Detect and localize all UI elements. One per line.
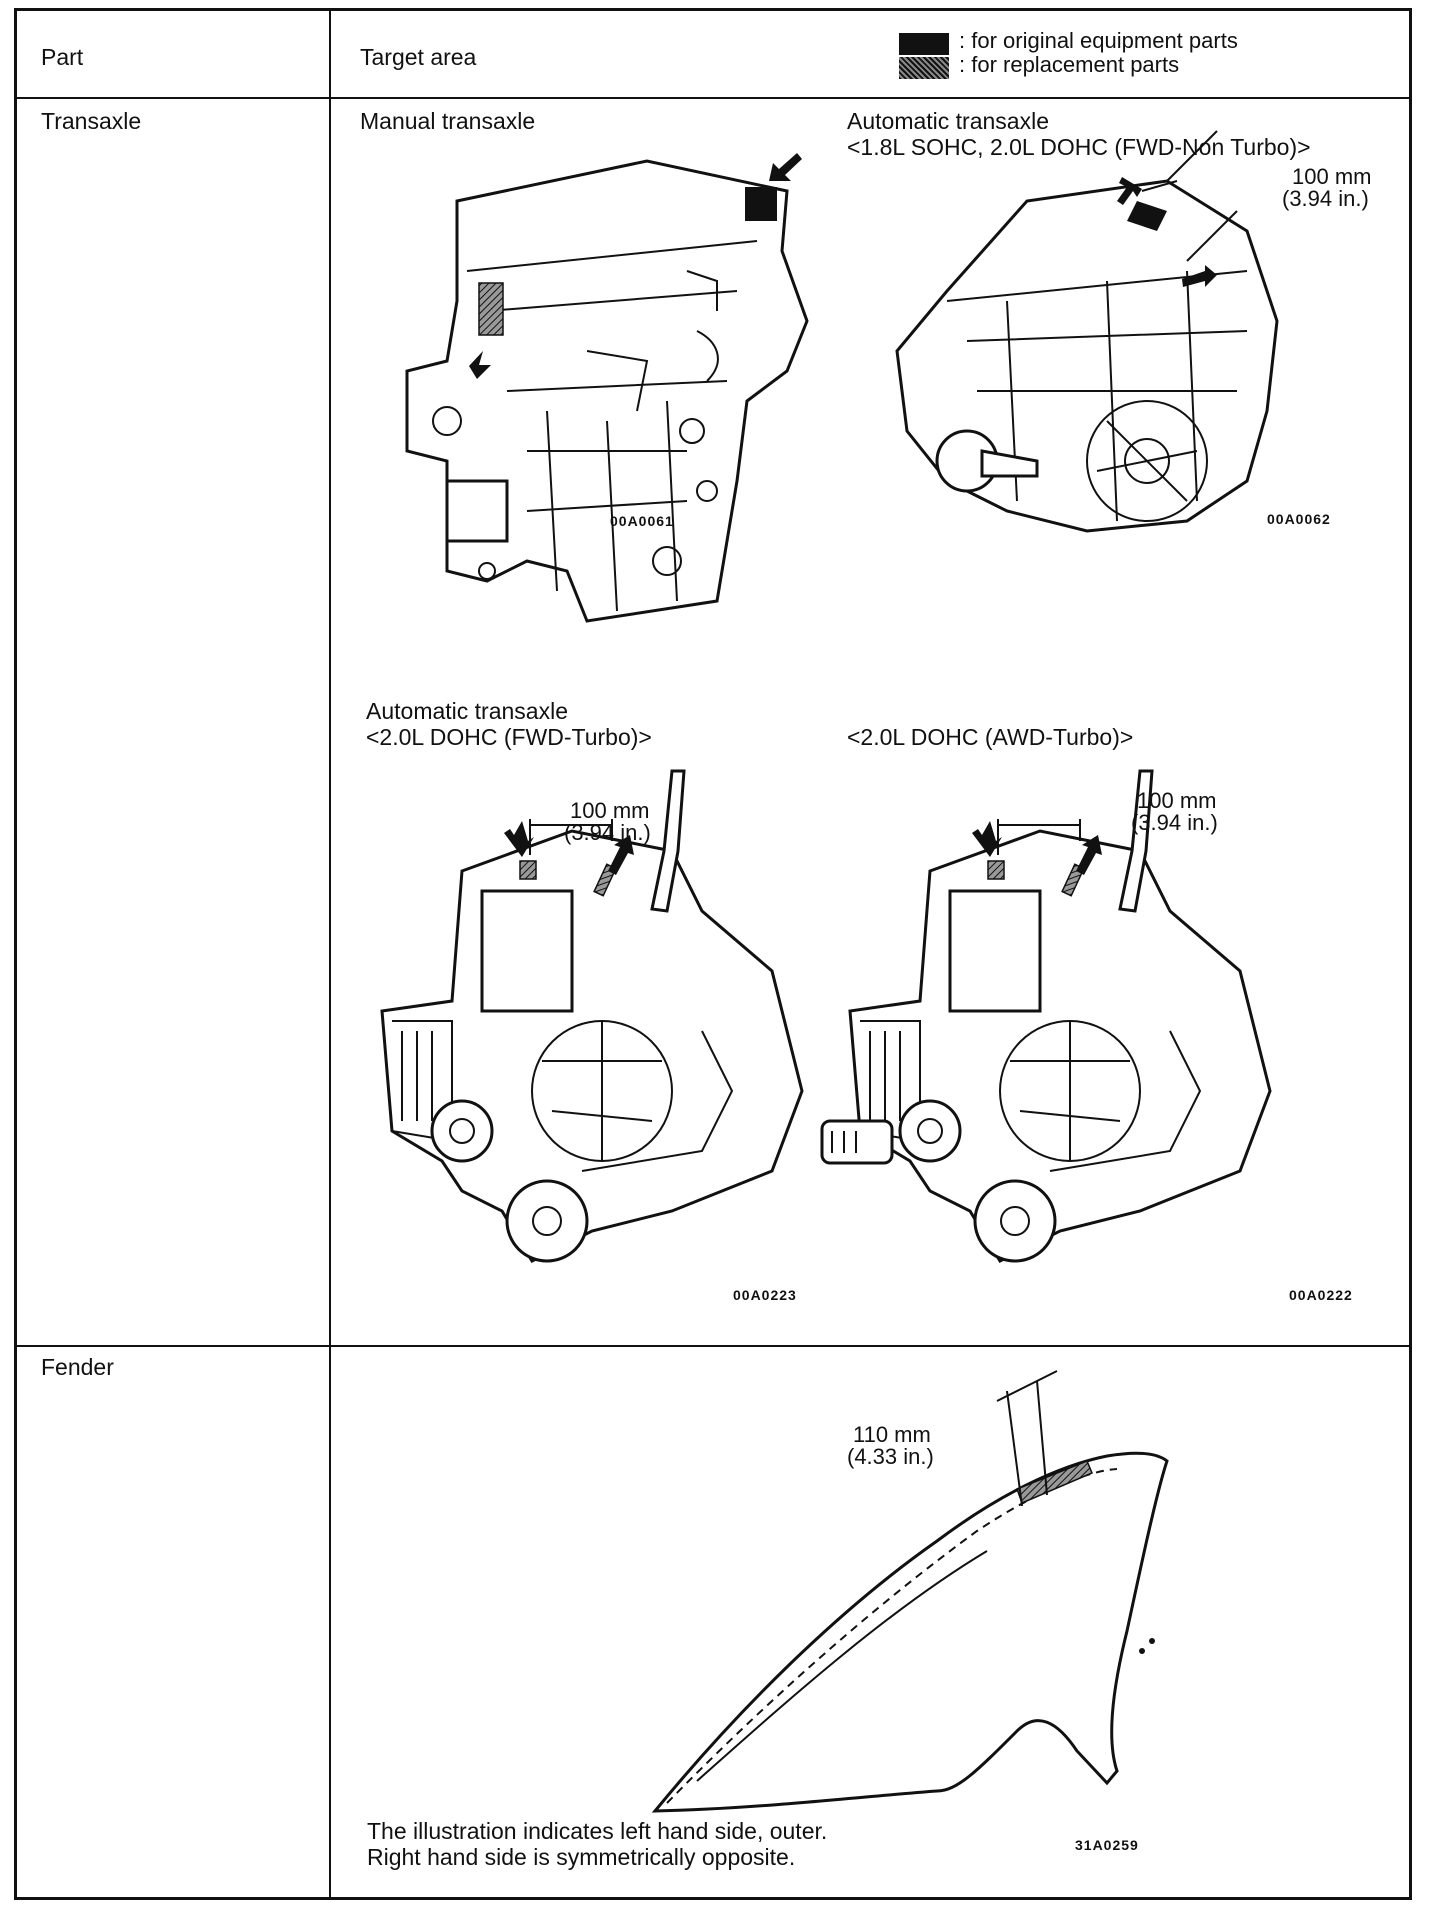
- target-area-table: Part Target area : for original equipmen…: [14, 8, 1412, 1900]
- header-target-area: Target area: [360, 44, 477, 70]
- fender-note-line-1: The illustration indicates left hand sid…: [367, 1818, 828, 1844]
- figure-code-31A0259: 31A0259: [1075, 1837, 1139, 1853]
- column-divider: [329, 11, 331, 1897]
- header-part: Part: [41, 44, 84, 70]
- dimension-100mm-c: 100 mm: [1137, 788, 1217, 813]
- fwd-turbo-caption: <2.0L DOHC (FWD-Turbo)>: [366, 724, 652, 750]
- dimension-100mm-b: 100 mm: [570, 798, 650, 823]
- figure-code-00A0061: 00A0061: [610, 513, 674, 529]
- fender-note-line-2: Right hand side is symmetrically opposit…: [367, 1844, 796, 1870]
- auto-transaxle-variant-caption: <1.8L SOHC, 2.0L DOHC (FWD-Non Turbo)>: [847, 134, 1311, 160]
- dimension-394in-a: (3.94 in.): [1282, 186, 1369, 211]
- legend-replacement-label: : for replacement parts: [959, 52, 1180, 77]
- original-equipment-swatch: [899, 33, 949, 55]
- auto-transaxle-fwd-turbo-illustration: [380, 769, 804, 1263]
- dimension-394in-c: (3.94 in.): [1131, 810, 1218, 835]
- replacement-parts-swatch: [899, 57, 949, 79]
- fender-illustration: [651, 1370, 1169, 1813]
- manual-transaxle-illustration: [405, 153, 809, 623]
- auto-transaxle-non-turbo-illustration: [895, 130, 1279, 533]
- header-row-divider: [17, 97, 1409, 99]
- part-fender: Fender: [41, 1354, 114, 1380]
- auto-transaxle-awd-turbo-illustration: [820, 769, 1272, 1263]
- figure-code-00A0223: 00A0223: [733, 1287, 797, 1303]
- dimension-100mm-a: 100 mm: [1292, 164, 1372, 189]
- figure-code-00A0062: 00A0062: [1267, 511, 1331, 527]
- figure-code-00A0222: 00A0222: [1289, 1287, 1353, 1303]
- auto-transaxle-caption-2: Automatic transaxle: [366, 698, 568, 724]
- part-transaxle: Transaxle: [41, 108, 142, 134]
- dimension-394in-b: (3.94 in.): [564, 820, 651, 845]
- auto-transaxle-caption: Automatic transaxle: [847, 108, 1049, 134]
- dimension-433in: (4.33 in.): [847, 1444, 934, 1469]
- legend-original-label: : for original equipment parts: [959, 28, 1238, 53]
- manual-transaxle-caption: Manual transaxle: [360, 108, 536, 134]
- awd-turbo-caption: <2.0L DOHC (AWD-Turbo)>: [847, 724, 1134, 750]
- dimension-110mm: 110 mm: [853, 1422, 931, 1447]
- row-divider: [17, 1345, 1409, 1347]
